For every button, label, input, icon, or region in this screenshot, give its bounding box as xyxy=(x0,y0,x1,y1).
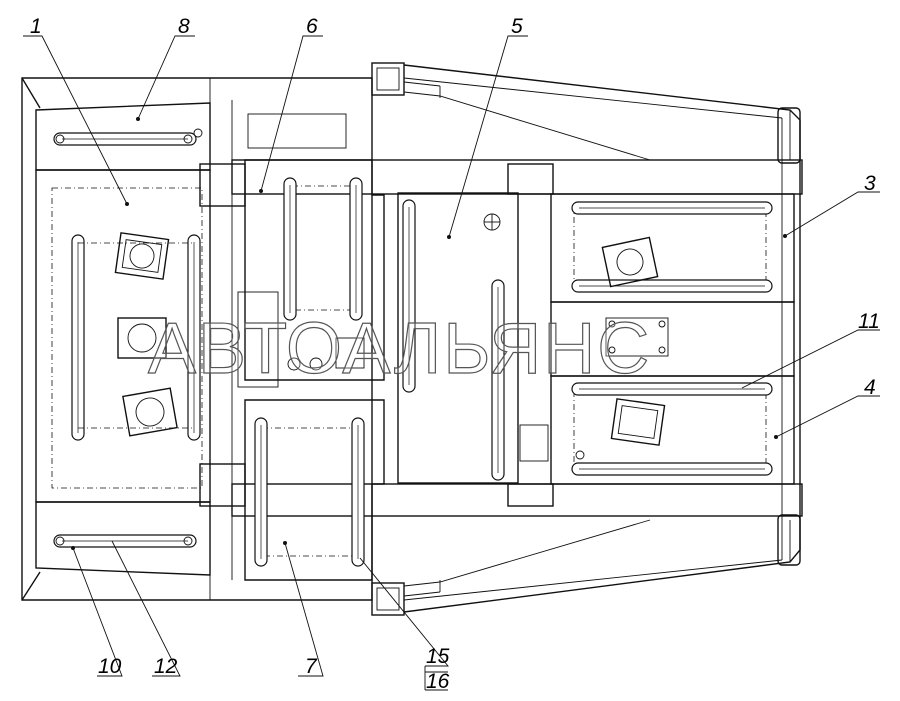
callout-10: 10 xyxy=(98,655,122,678)
callout-4: 4 xyxy=(864,376,876,399)
panel-5 xyxy=(397,192,519,484)
callout-15: 15 xyxy=(426,645,450,668)
panel-1 xyxy=(35,169,211,503)
callout-12: 12 xyxy=(154,655,178,678)
callout-16: 16 xyxy=(426,670,450,693)
panel-8 xyxy=(35,102,211,171)
panel-6 xyxy=(237,159,385,388)
callout-7: 7 xyxy=(305,655,318,678)
leader-lines xyxy=(23,35,880,691)
callout-8: 8 xyxy=(178,15,190,38)
panel-7 xyxy=(244,399,385,581)
outer-frame xyxy=(21,62,801,616)
callout-1: 1 xyxy=(30,15,42,38)
watermark: АВТОАЛЬЯНС xyxy=(148,309,651,389)
panel-4 xyxy=(550,375,795,485)
panel-3 xyxy=(550,193,795,303)
callout-labels: 1 8 6 5 3 11 4 10 12 7 15 16 xyxy=(30,15,880,693)
callout-3: 3 xyxy=(864,172,876,195)
panel-10 xyxy=(35,501,211,576)
callout-6: 6 xyxy=(306,15,318,38)
callout-11: 11 xyxy=(858,310,880,333)
callout-5: 5 xyxy=(511,15,523,38)
cross-beams xyxy=(199,113,803,517)
